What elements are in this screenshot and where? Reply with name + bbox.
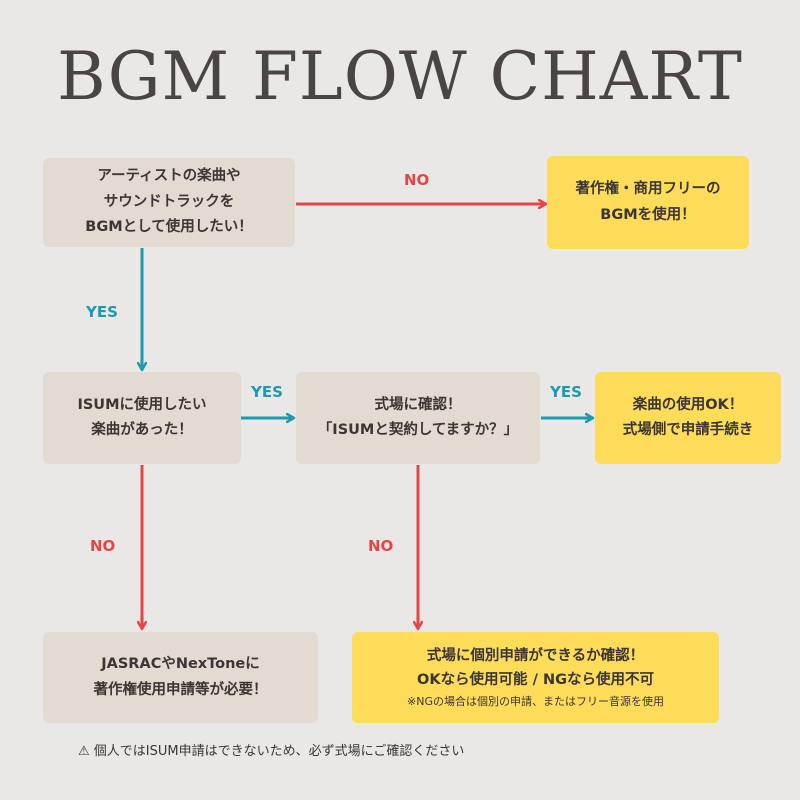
label-no-left: NO xyxy=(90,537,116,555)
box-individual-line-1: 式場に個別申請ができるか確認！ xyxy=(426,647,645,664)
box-individual-line-2: OKなら使用可能 / NGなら使用不可 xyxy=(417,671,654,688)
box-ok-result: 楽曲の使用OK！ 式場側で申請手続き xyxy=(595,372,781,464)
box-free-bgm-line-1: 著作権・商用フリーの xyxy=(575,181,721,198)
box-jasrac: JASRACやNexToneに 著作権使用申請等が必要！ xyxy=(43,632,318,723)
page-title: BGM FLOW CHART xyxy=(57,38,743,115)
box-start-line-1: アーティストの楽曲や xyxy=(97,168,241,185)
box-ok-result-line-1: 楽曲の使用OK！ xyxy=(632,396,744,413)
footer-note: ⚠ 個人ではISUM申請はできないため、必ず式場にご確認ください xyxy=(78,740,464,759)
box-individual-note: ※NGの場合は個別の申請、またはフリー音源を使用 xyxy=(407,694,664,708)
box-free-bgm-line-2: BGMを使用！ xyxy=(600,206,696,223)
box-start-line-2: サウンドトラックを xyxy=(103,193,235,210)
box-venue-confirm: 式場に確認！ 「ISUMと契約してますか？」 xyxy=(296,372,540,464)
box-isum-exists: ISUMに使用したい 楽曲があった！ xyxy=(43,372,241,464)
box-start: アーティストの楽曲や サウンドトラックを BGMとして使用したい！ xyxy=(43,158,295,247)
box-venue-confirm-line-2: 「ISUMと契約してますか？」 xyxy=(317,422,519,438)
label-yes-right: YES xyxy=(550,383,582,401)
box-ok-result-line-2: 式場側で申請手続き xyxy=(622,422,754,438)
box-venue-confirm-line-1: 式場に確認！ xyxy=(374,396,462,413)
label-no-top: NO xyxy=(404,171,430,189)
footer-text: 個人ではISUM申請はできないため、必ず式場にご確認ください xyxy=(93,744,465,759)
box-isum-exists-line-1: ISUMに使用したい xyxy=(77,396,207,413)
label-yes-left: YES xyxy=(86,303,118,321)
warning-icon: ⚠ xyxy=(78,744,90,759)
box-jasrac-line-1: JASRACやNexToneに xyxy=(101,656,260,673)
box-start-line-3: BGMとして使用したい！ xyxy=(85,219,253,236)
box-free-bgm: 著作権・商用フリーの BGMを使用！ xyxy=(547,156,749,249)
label-yes-middle: YES xyxy=(251,383,283,401)
box-individual: 式場に個別申請ができるか確認！ OKなら使用可能 / NGなら使用不可 ※NGの… xyxy=(352,632,719,723)
box-jasrac-line-2: 著作権使用申請等が必要！ xyxy=(93,681,268,698)
box-isum-exists-line-2: 楽曲があった！ xyxy=(91,422,193,438)
label-no-middle: NO xyxy=(368,537,394,555)
